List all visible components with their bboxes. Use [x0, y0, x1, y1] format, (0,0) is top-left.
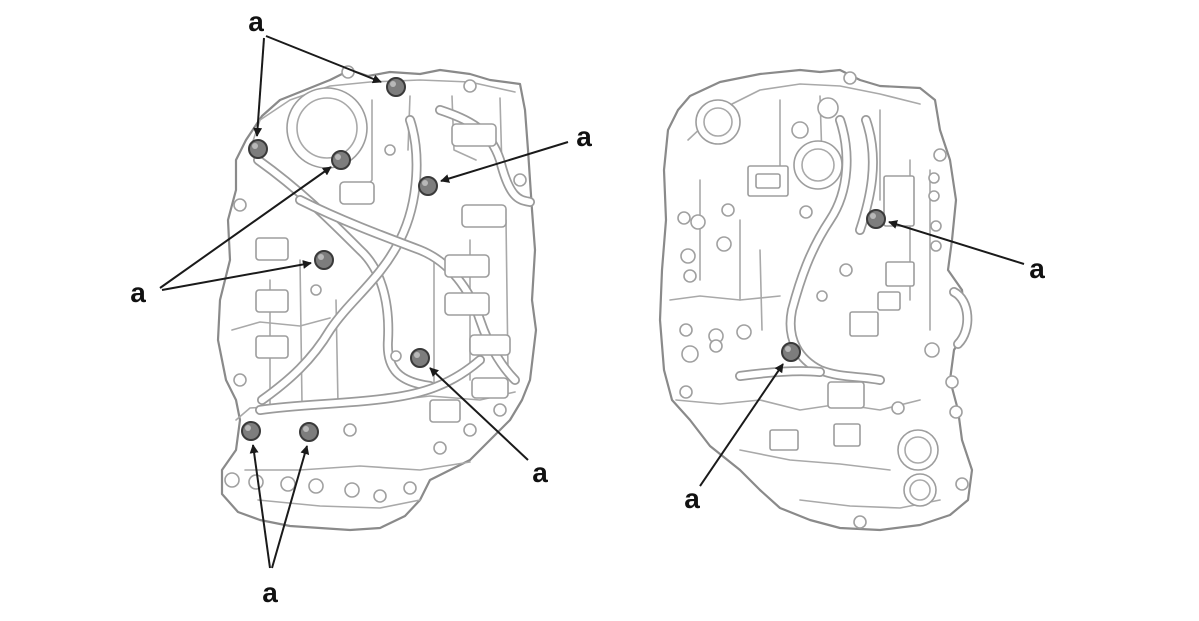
callout-label: a [532, 457, 548, 488]
check-ball [331, 150, 351, 170]
check-ball [781, 342, 801, 362]
callout-label: a [1029, 253, 1045, 284]
check-ball [241, 421, 261, 441]
check-ball [299, 422, 319, 442]
callout-label: a [130, 277, 146, 308]
check-ball [418, 176, 438, 196]
check-ball [386, 77, 406, 97]
callout-label: a [576, 121, 592, 152]
callout-label: a [248, 6, 264, 37]
leader-lines [159, 35, 1025, 569]
left-valve-body [216, 65, 538, 532]
check-ball [410, 348, 430, 368]
callout-labels: a a a a a a a [130, 6, 1045, 608]
callout-label: a [262, 577, 278, 608]
callout-label: a [684, 483, 700, 514]
check-ball [866, 209, 886, 229]
check-ball [314, 250, 334, 270]
right-valve-body [658, 68, 974, 532]
check-ball [248, 139, 268, 159]
